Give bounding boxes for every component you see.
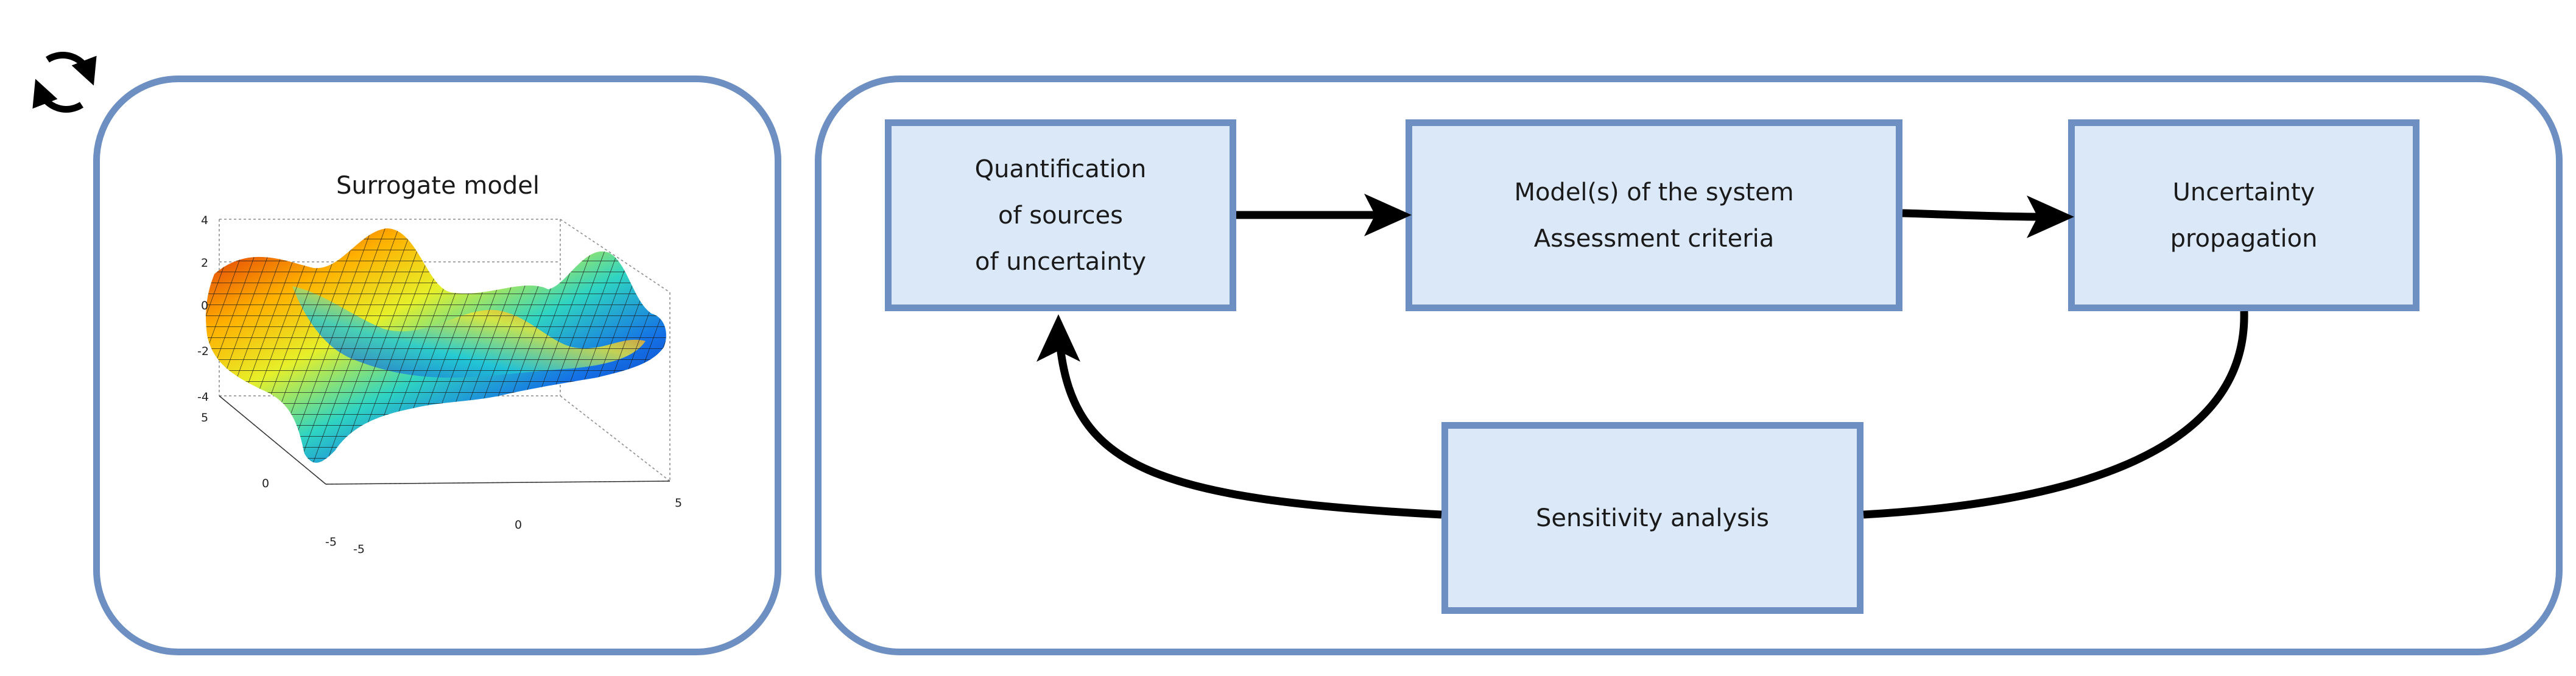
surface-plot-icon: 4 2 0 -2 -4 5 0 -5 -5 0 5 [197,214,682,556]
cycle-icon [32,52,97,113]
uncertainty-propagation-box: Uncertainty propagation [2068,119,2419,311]
arrow-propagation-to-sensitivity [1863,311,2248,519]
z-tick-label: 2 [201,256,208,270]
arrowhead [1364,194,1412,236]
surrogate-model-title: Surrogate model [336,172,540,200]
arrow-model-to-propagation [1902,209,2041,221]
y-tick-label: 5 [201,411,208,424]
y-tick-label: -5 [325,535,337,549]
z-tick-label: 4 [201,214,208,227]
quantification-box: Quantification of sources of uncertainty [885,119,1236,311]
sensitivity-analysis-box: Sensitivity analysis [1441,422,1863,614]
uncertainty-propagation-label: Uncertainty propagation [2170,178,2318,253]
system-model-label: Model(s) of the system Assessment criter… [1514,178,1794,253]
z-tick-label: -4 [197,390,209,404]
arrow-sensitivity-to-quantification [1055,340,1442,519]
arrowhead [2027,195,2074,238]
z-tick-label: -2 [197,345,209,358]
sensitivity-analysis-label: Sensitivity analysis [1536,504,1769,532]
x-tick-label: -5 [353,543,365,556]
quantification-label: Quantification of sources of uncertainty [974,155,1147,276]
x-tick-label: 0 [515,518,522,532]
y-tick-label: 0 [262,477,269,490]
arrowhead [1036,314,1080,362]
x-tick-label: 5 [675,496,682,510]
z-tick-label: 0 [201,299,208,312]
